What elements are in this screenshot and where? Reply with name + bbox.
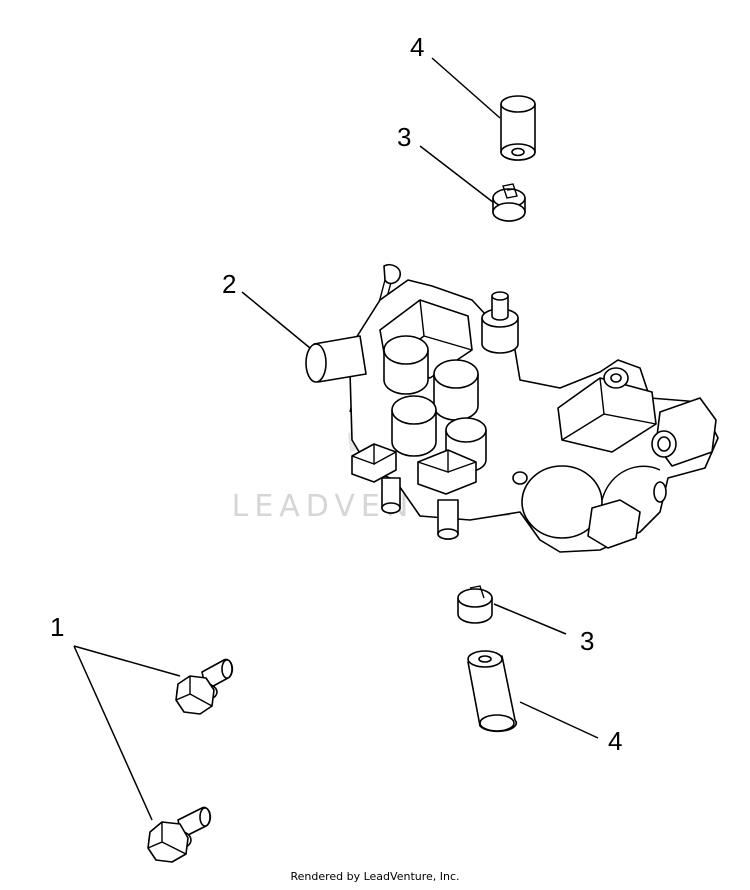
hose-clamp-bottom xyxy=(457,585,493,624)
callout-4-top: 4 xyxy=(410,32,424,62)
leader-1-a xyxy=(73,645,181,677)
leader-3-top xyxy=(419,145,499,207)
leader-2 xyxy=(241,291,311,349)
leader-4-top xyxy=(431,57,501,119)
callout-1: 1 xyxy=(50,612,64,642)
leader-3-bottom xyxy=(493,603,567,635)
callout-2: 2 xyxy=(222,269,236,299)
leader-1-b xyxy=(73,645,153,821)
callout-3-bottom: 3 xyxy=(580,626,594,656)
fuel-hose-bottom xyxy=(467,650,518,733)
hose-clamp-top xyxy=(492,183,526,222)
flange-bolt-upper xyxy=(175,658,234,715)
callout-4-bottom: 4 xyxy=(608,726,622,756)
footer-credit: Rendered by LeadVenture, Inc. xyxy=(290,870,460,883)
callout-3-top: 3 xyxy=(397,122,411,152)
carburetor-assembly xyxy=(305,263,719,553)
leader-4-bottom xyxy=(519,701,599,739)
fuel-hose-top xyxy=(500,95,536,161)
flange-bolt-lower xyxy=(147,806,212,863)
